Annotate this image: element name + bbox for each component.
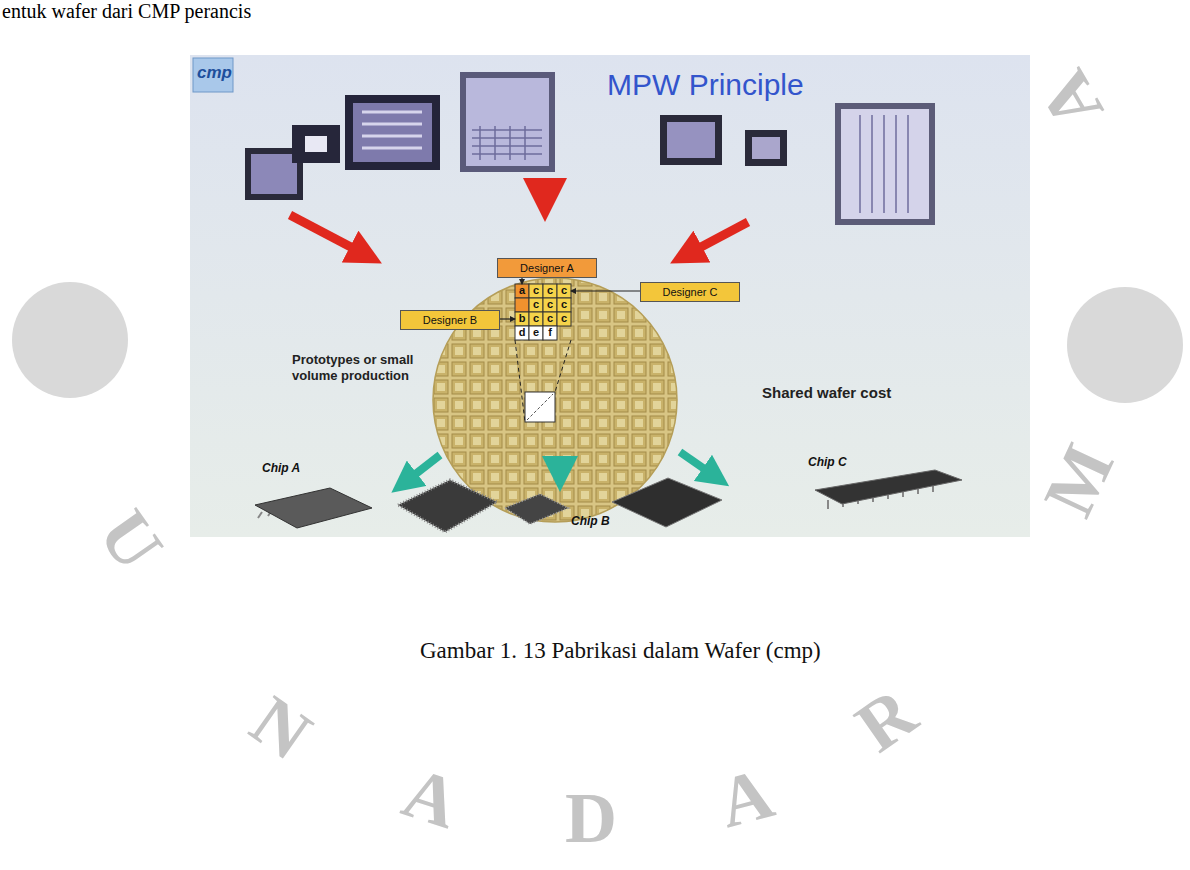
chip-package <box>815 470 962 504</box>
chip-package <box>612 478 722 527</box>
grid-letter: d <box>515 326 529 340</box>
grid-cell <box>529 326 543 340</box>
teal-arrow <box>556 456 565 474</box>
watermark-letter: D <box>565 778 617 858</box>
grid-cell <box>543 298 557 312</box>
grid-letter: c <box>557 284 571 298</box>
grid-cell <box>557 312 571 326</box>
die-photo <box>353 103 432 162</box>
watermark-letter: M <box>1028 432 1129 527</box>
red-arrow <box>540 180 551 200</box>
logo-box <box>193 58 233 92</box>
teal-arrow <box>680 452 716 477</box>
figure-caption: Gambar 1. 13 Pabrikasi dalam Wafer (cmp) <box>420 638 821 664</box>
designer-box: Designer A <box>497 258 597 278</box>
watermark-letter: R <box>842 672 930 767</box>
slide-note: Shared wafer cost <box>762 384 891 401</box>
watermark-letter: A <box>711 753 782 844</box>
chip-package <box>255 488 372 528</box>
grid-cell <box>529 284 543 298</box>
grid-cell <box>543 284 557 298</box>
grid-cell <box>529 298 543 312</box>
grid-cell <box>515 326 529 340</box>
grid-letter: c <box>543 284 557 298</box>
designer-name: Designer B <box>423 314 477 326</box>
chip-packages <box>255 470 962 532</box>
grid-cell <box>557 298 571 312</box>
die-photos <box>245 72 935 225</box>
grid-cell <box>515 284 529 298</box>
die-photo <box>292 125 340 163</box>
slide-background <box>190 55 1030 537</box>
die-photo <box>835 103 935 225</box>
grid-letter: c <box>543 312 557 326</box>
grid-letter: c <box>557 312 571 326</box>
teal-arrow <box>404 455 440 483</box>
logo-text: cmp <box>197 63 232 83</box>
grid-letter: c <box>529 298 543 312</box>
zoom-line <box>555 340 571 392</box>
leader-line <box>571 290 640 291</box>
grid-letter: a <box>515 284 529 298</box>
reticle-grid <box>515 284 571 340</box>
chip-label: Chip A <box>262 461 300 475</box>
watermark-letter: A <box>394 752 468 844</box>
grid-letter: b <box>515 312 529 326</box>
die-photo <box>841 109 929 219</box>
chip-package <box>398 480 497 532</box>
die-photo <box>251 154 297 194</box>
die-photo <box>745 130 787 166</box>
grid-cell <box>515 312 529 326</box>
die-photo <box>345 95 440 170</box>
leader-line <box>521 277 522 284</box>
die-photo <box>667 122 715 158</box>
die-photo <box>460 72 555 172</box>
grid-letter: c <box>529 284 543 298</box>
grid-cell <box>543 312 557 326</box>
die-photo <box>472 126 542 160</box>
designer-name: Designer C <box>662 286 717 298</box>
grid-cell <box>529 312 543 326</box>
watermark-letter: U <box>83 496 178 584</box>
die-photo <box>305 136 327 152</box>
grid-cell <box>557 284 571 298</box>
grid-letter: c <box>557 298 571 312</box>
grid-letter: f <box>543 326 557 340</box>
watermark-letter: A <box>1023 57 1118 142</box>
zoom-line <box>515 340 525 422</box>
die-photo <box>362 112 422 148</box>
grid-letter: c <box>529 312 543 326</box>
grid-cell <box>515 298 529 312</box>
die-photo <box>752 137 780 159</box>
die-photo <box>860 115 908 213</box>
chip-label: Chip B <box>571 514 610 528</box>
grid-letter: c <box>543 298 557 312</box>
watermark-disc <box>12 282 128 398</box>
grid-cell <box>543 326 557 340</box>
red-arrow <box>290 215 366 255</box>
body-text: entuk wafer dari CMP perancis <box>2 0 251 23</box>
chip-label: Chip C <box>808 455 847 469</box>
die-photo <box>660 115 722 165</box>
watermark-disc <box>1067 287 1183 403</box>
red-arrow <box>686 222 748 255</box>
leader-line <box>500 318 515 319</box>
slide-title: MPW Principle <box>607 68 804 102</box>
slide-note: Prototypes or small volume production <box>292 352 442 384</box>
reticle-diagonal <box>527 394 553 420</box>
reticle-square <box>525 392 555 422</box>
designer-name: Designer A <box>520 262 574 274</box>
chip-package <box>505 494 568 524</box>
watermark-letter: N <box>237 680 325 775</box>
grid-letter: e <box>529 326 543 340</box>
die-photo <box>466 78 549 166</box>
designer-box: Designer C <box>640 282 740 302</box>
designer-box: Designer B <box>400 310 500 330</box>
